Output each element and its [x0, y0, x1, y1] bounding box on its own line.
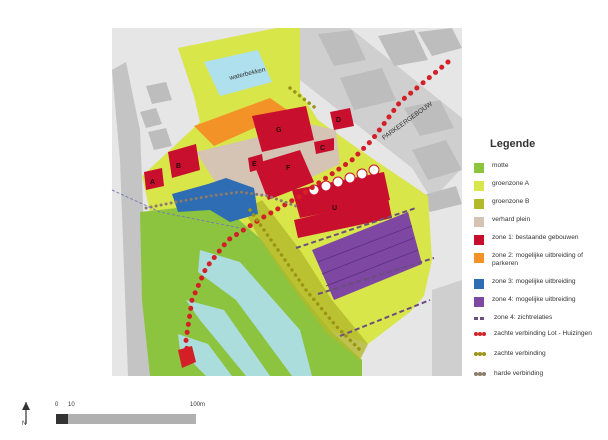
building-label-a: A [150, 179, 155, 186]
zichtrelaties [295, 207, 435, 337]
legend-swatch [474, 163, 484, 173]
ponds [178, 250, 312, 376]
zachte-verbinding [248, 208, 362, 352]
scale-label-mid: 10 [68, 402, 75, 408]
legend-item: groenzone A [474, 180, 600, 191]
legend-swatch [474, 253, 484, 263]
legend-swatch [474, 332, 486, 338]
legend-label: verhard plein [492, 216, 531, 223]
zone-2 [194, 98, 290, 146]
legend-label: harde verbinding [494, 370, 544, 377]
building-label-g: G [276, 127, 282, 134]
scale-label-end: 100m [190, 402, 206, 408]
zachte-verbinding-north [288, 86, 320, 112]
scale-label-start: 0 [55, 402, 59, 408]
svg-text:N: N [22, 421, 26, 427]
legend-item: zachte verbinding [474, 350, 602, 358]
zachte-verbinding-lot-huizingen [183, 59, 451, 363]
building-label-b: B [176, 163, 181, 170]
legend-swatch [474, 352, 486, 358]
road-west [112, 62, 150, 376]
building-label-f: F [286, 165, 291, 172]
legend-swatch [474, 279, 484, 289]
red-end-marker [178, 346, 196, 368]
legend-label: zone 4: mogelijke uitbreiding [492, 296, 576, 303]
road-east [432, 280, 462, 376]
legend-item: zone 3: mogelijke uitbreiding [474, 278, 600, 289]
legend-swatch [474, 217, 484, 227]
legend-item: groenzone B [474, 198, 600, 209]
building-label-u: U [332, 205, 337, 212]
zone-1-buildings [144, 106, 392, 238]
legend-label: motte [492, 162, 509, 169]
legend-label: groenzone B [492, 198, 530, 205]
building-label-d: D [336, 117, 341, 124]
legend-label: groenzone A [492, 180, 530, 187]
building-label-e: E [252, 161, 257, 168]
legend-item: verhard plein [474, 216, 600, 227]
legend-item: harde verbinding [474, 370, 602, 378]
groenzone-b [244, 200, 368, 360]
north-arrow-icon: N [22, 402, 30, 427]
legend-swatch [474, 181, 484, 191]
legend-label: zone 3: mogelijke uitbreiding [492, 278, 576, 285]
legend-swatch [474, 235, 484, 245]
waterbekken-area [204, 50, 272, 96]
legend: Legende motte groenzone A groenzone B verha… [474, 138, 604, 377]
harde-verbinding [144, 190, 298, 210]
building-label-c: C [320, 145, 325, 152]
zone-4-hatch [317, 225, 419, 287]
legend-item: zone 4: mogelijke uitbreiding [474, 296, 600, 307]
surrounding-buildings [140, 28, 462, 212]
legend-item: zone 2: mogelijke uitbreiding of parkere… [474, 252, 600, 268]
legend-label: zone 2: mogelijke uitbreiding of parkere… [492, 252, 583, 267]
legend-item: motte [474, 162, 600, 173]
legend-item: zone 1: bestaande gebouwen [474, 234, 600, 245]
legend-swatch [474, 317, 486, 320]
scale-bar-light [68, 414, 196, 424]
zone-3 [172, 178, 258, 222]
legend-item: zachte verbinding Lot - Huizingen [474, 330, 602, 338]
legend-label: zone 4: zichtrelaties [494, 314, 553, 321]
purple-line-west [111, 189, 241, 229]
scale-bar-dark [56, 414, 68, 424]
legend-swatch [474, 199, 484, 209]
legend-title: Legende [490, 138, 536, 150]
legend-item: zone 4: zichtrelaties [474, 314, 602, 322]
legend-swatch [474, 297, 484, 307]
legend-label: zachte verbinding [494, 350, 546, 357]
legend-swatch [474, 372, 486, 378]
legend-label: zachte verbinding Lot - Huizingen [494, 330, 592, 337]
legend-label: zone 1: bestaande gebouwen [492, 234, 579, 241]
